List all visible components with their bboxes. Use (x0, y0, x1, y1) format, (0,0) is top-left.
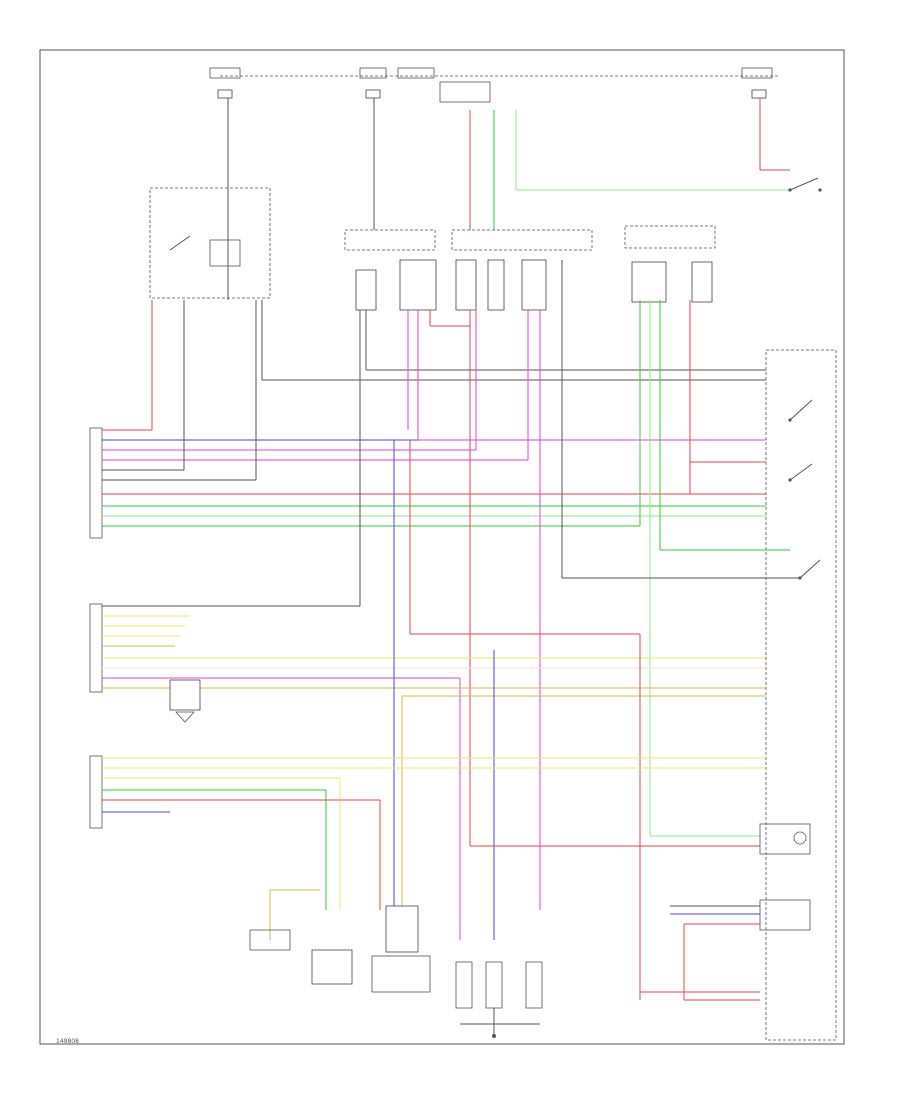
switch-right-3 (798, 559, 821, 580)
switch-right-2 (788, 463, 813, 482)
diagram-frame (39, 49, 845, 1045)
fuse-block-center (359, 67, 387, 99)
sensor-small-left (169, 679, 201, 723)
switch-top-right (788, 177, 822, 192)
fuse-block-right (741, 67, 773, 99)
footer-reference: 149808 (56, 1038, 79, 1045)
fuse-block-left (209, 67, 241, 99)
ecm-connector-2 (89, 603, 103, 693)
connector-group-b (451, 229, 593, 311)
component-bottom-1 (249, 929, 291, 951)
fuse-block-center-right (397, 67, 491, 103)
ground-bottom (460, 1008, 540, 1038)
component-bottom-4 (455, 961, 543, 1009)
module-right-lower (759, 823, 811, 931)
module-frame-right (765, 349, 837, 1041)
connector-group-c (624, 225, 716, 303)
component-bottom-3 (371, 905, 431, 993)
ecm-connector-1 (89, 427, 103, 539)
connector-group-a (344, 229, 437, 311)
relay-box-left (149, 187, 271, 299)
ecm-connector-3 (89, 755, 103, 829)
switch-right-1 (788, 399, 813, 422)
component-bottom-2 (311, 949, 353, 985)
